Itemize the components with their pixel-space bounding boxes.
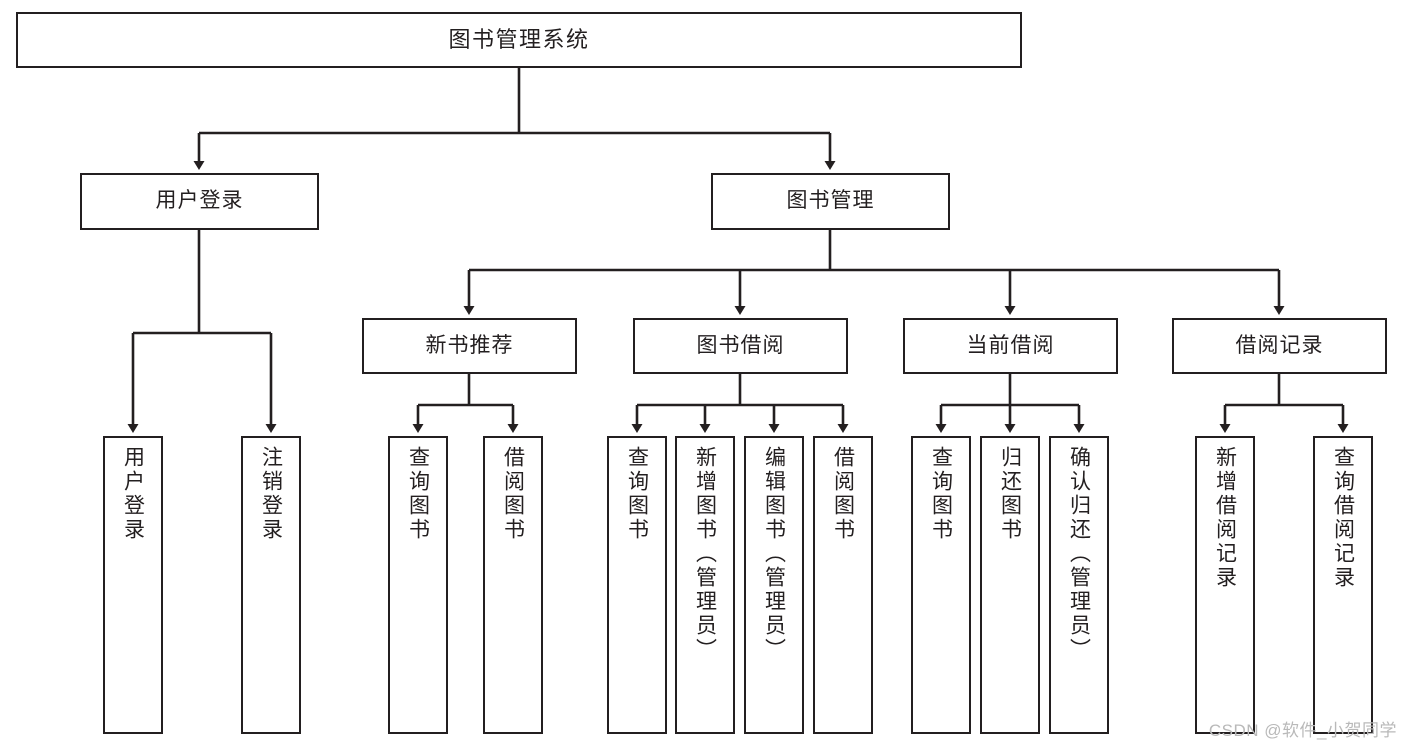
node-book-borrow-label: 图书借阅 (696, 333, 785, 357)
csdn-watermark: CSDN @软件_小贺同学 (1208, 721, 1397, 740)
node-leaf-logout-login-label: 注销登录 (259, 446, 283, 542)
node-leaf-query-borrow-record[interactable]: 查询借阅记录 (1313, 436, 1373, 734)
node-leaf-user-login-label: 用户登录 (121, 446, 145, 542)
node-leaf-add-borrow-record[interactable]: 新增借阅记录 (1195, 436, 1255, 734)
node-leaf-return-book[interactable]: 归还图书 (980, 436, 1040, 734)
node-leaf-edit-book-admin[interactable]: 编辑图书（管理员） (744, 436, 804, 734)
node-leaf-borrow-book-1[interactable]: 借阅图书 (483, 436, 543, 734)
node-new-book-recommend[interactable]: 新书推荐 (362, 318, 577, 374)
node-leaf-borrow-book-2-label: 借阅图书 (831, 446, 855, 542)
node-leaf-query-book-3[interactable]: 查询图书 (911, 436, 971, 734)
node-current-borrow-label: 当前借阅 (966, 333, 1055, 357)
node-leaf-add-book-admin[interactable]: 新增图书（管理员） (675, 436, 735, 734)
node-leaf-query-book-2[interactable]: 查询图书 (607, 436, 667, 734)
node-root-label: 图书管理系统 (448, 27, 590, 53)
node-leaf-query-book-1[interactable]: 查询图书 (388, 436, 448, 734)
node-new-book-recommend-label: 新书推荐 (425, 333, 514, 357)
node-leaf-user-login[interactable]: 用户登录 (103, 436, 163, 734)
node-book-borrow[interactable]: 图书借阅 (633, 318, 848, 374)
node-leaf-return-book-label: 归还图书 (998, 446, 1022, 542)
node-leaf-borrow-book-1-label: 借阅图书 (501, 446, 525, 542)
node-root[interactable]: 图书管理系统 (16, 12, 1022, 68)
node-leaf-add-book-admin-label: 新增图书（管理员） (693, 446, 717, 662)
node-book-manage-label: 图书管理 (786, 189, 875, 213)
node-leaf-confirm-return-admin[interactable]: 确认归还（管理员） (1049, 436, 1109, 734)
node-leaf-query-borrow-record-label: 查询借阅记录 (1331, 446, 1355, 590)
node-current-borrow[interactable]: 当前借阅 (903, 318, 1118, 374)
node-leaf-query-book-3-label: 查询图书 (929, 446, 953, 542)
node-borrow-record[interactable]: 借阅记录 (1172, 318, 1387, 374)
node-user-login[interactable]: 用户登录 (80, 173, 319, 230)
node-user-login-label: 用户登录 (155, 189, 244, 213)
node-leaf-borrow-book-2[interactable]: 借阅图书 (813, 436, 873, 734)
node-borrow-record-label: 借阅记录 (1235, 333, 1324, 357)
node-leaf-query-book-2-label: 查询图书 (625, 446, 649, 542)
node-leaf-add-borrow-record-label: 新增借阅记录 (1213, 446, 1237, 590)
node-leaf-edit-book-admin-label: 编辑图书（管理员） (762, 446, 786, 662)
node-book-manage[interactable]: 图书管理 (711, 173, 950, 230)
node-leaf-confirm-return-admin-label: 确认归还（管理员） (1067, 446, 1091, 662)
node-leaf-query-book-1-label: 查询图书 (406, 446, 430, 542)
node-leaf-logout-login[interactable]: 注销登录 (241, 436, 301, 734)
